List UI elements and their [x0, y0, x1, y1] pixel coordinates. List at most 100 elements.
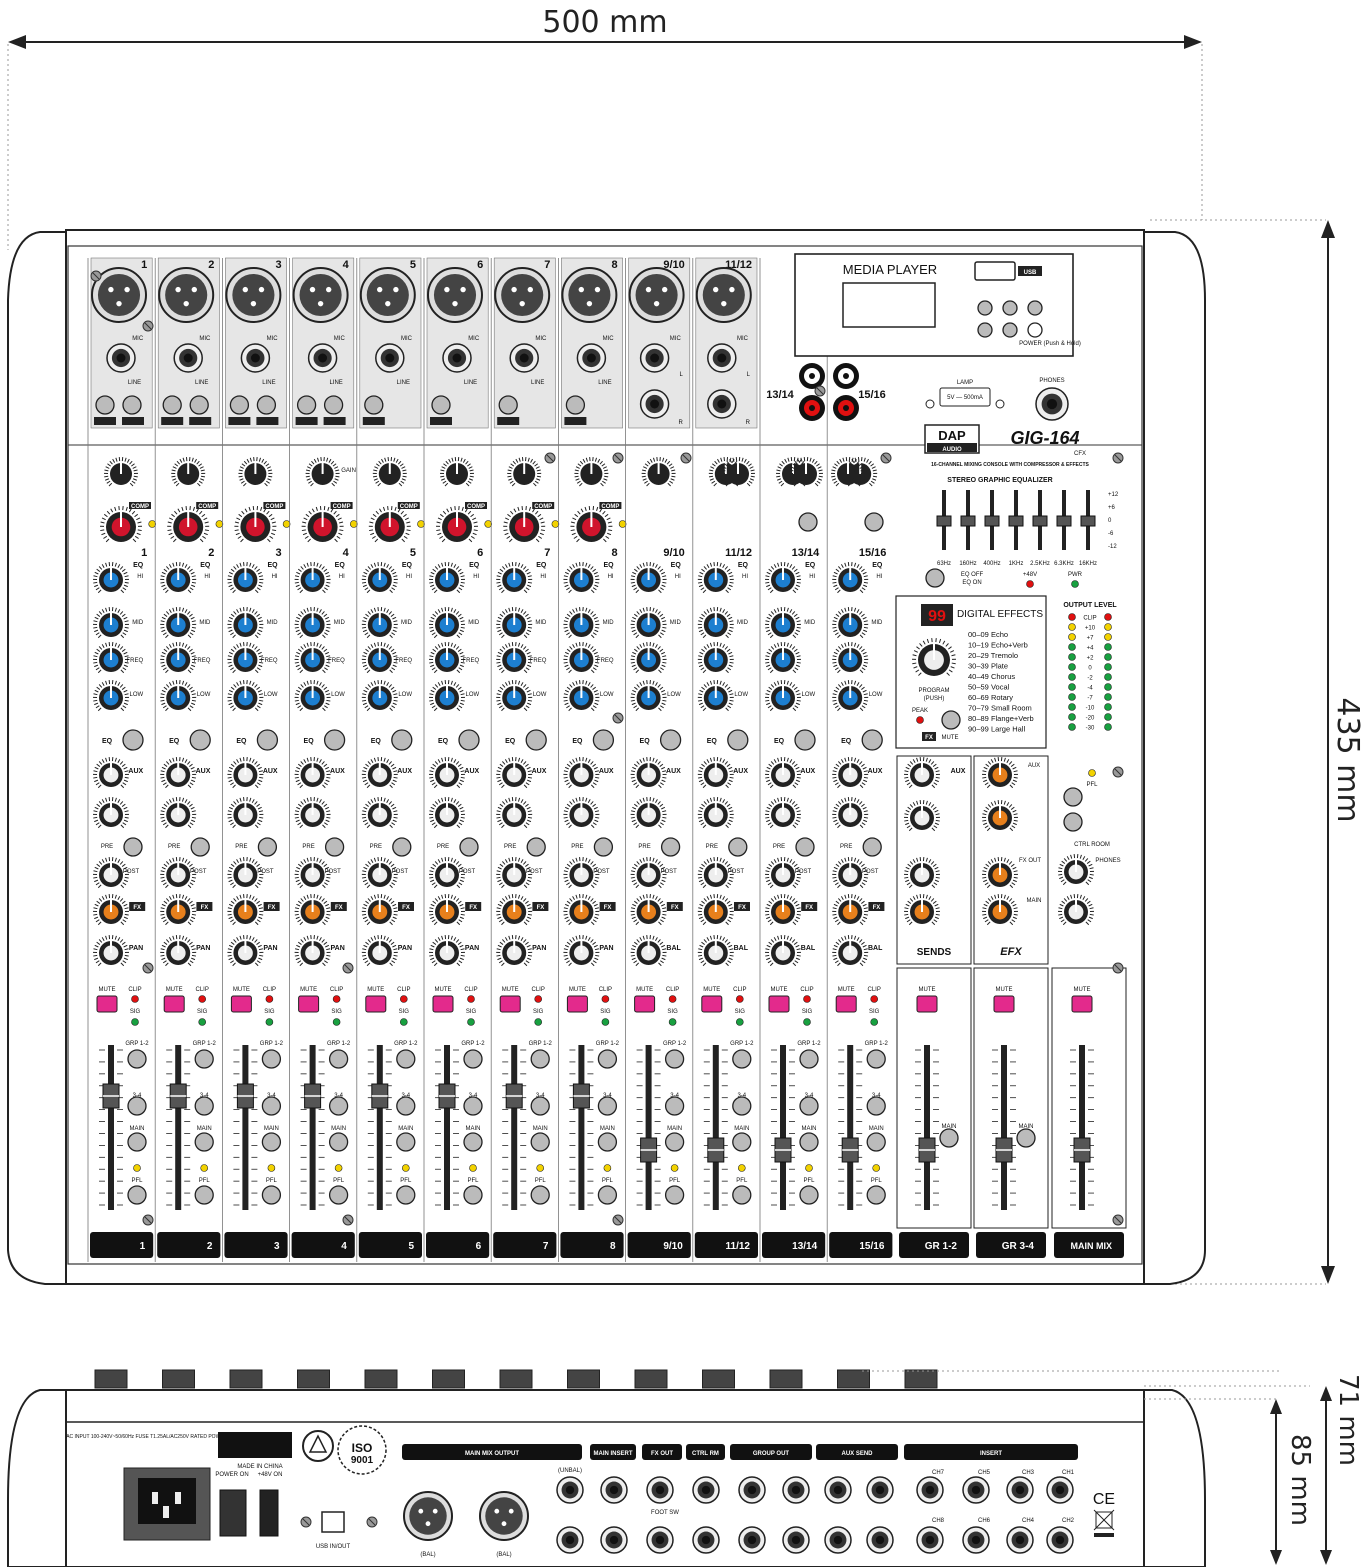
media-button-4[interactable]	[1002, 322, 1018, 338]
channel-fader[interactable]	[300, 1045, 325, 1210]
pre-post-button[interactable]	[660, 837, 681, 857]
efx-knob-1[interactable]	[981, 800, 1019, 832]
aux3-knob[interactable]	[697, 857, 734, 889]
lamp-socket[interactable]	[939, 387, 991, 407]
aux1-knob[interactable]	[832, 757, 869, 789]
eq-bypass-button[interactable]	[189, 729, 211, 751]
eq-mid-knob[interactable]	[227, 607, 264, 639]
eq-mid-knob[interactable]	[294, 607, 331, 639]
mic-xlr-input[interactable]	[561, 267, 618, 323]
eq-low-knob[interactable]	[764, 680, 802, 712]
grp12-button[interactable]	[261, 1049, 282, 1069]
eq-low-knob[interactable]	[563, 680, 600, 712]
grp34-button[interactable]	[463, 1096, 483, 1116]
fx-send-knob[interactable]	[563, 894, 600, 926]
aux-master-knob-3[interactable]	[903, 894, 941, 926]
pfl-button[interactable]	[194, 1185, 214, 1205]
main-button[interactable]	[328, 1132, 349, 1152]
geq-slider-2[interactable]	[984, 515, 1000, 527]
eq-low-mid-knob[interactable]	[764, 642, 802, 674]
line-jack-input[interactable]	[173, 343, 203, 373]
pre-post-button[interactable]	[324, 837, 345, 857]
eq-mid-knob[interactable]	[764, 607, 802, 639]
compressor-knob[interactable]	[368, 506, 411, 543]
line-jack-input[interactable]	[576, 343, 607, 373]
eq-bypass-button[interactable]	[323, 729, 346, 751]
power-button[interactable]	[1027, 322, 1043, 338]
mic-xlr-input[interactable]	[91, 267, 147, 323]
eq-low-mid-knob[interactable]	[630, 642, 667, 674]
fx-send-knob[interactable]	[697, 894, 734, 926]
pad-button[interactable]	[565, 395, 586, 415]
aux2-knob[interactable]	[92, 797, 130, 829]
aux2-knob[interactable]	[563, 797, 600, 829]
eq-low-knob[interactable]	[361, 680, 398, 712]
grp12-button[interactable]	[463, 1049, 483, 1069]
pfl-button[interactable]	[530, 1185, 550, 1205]
fx-send-knob[interactable]	[630, 894, 667, 926]
eq-low-mid-knob[interactable]	[832, 642, 869, 674]
line-jack-input[interactable]	[240, 343, 271, 373]
aux1-knob[interactable]	[160, 757, 197, 789]
media-button-3[interactable]	[977, 322, 993, 338]
eq-freq-knob[interactable]	[361, 642, 398, 674]
gain-knob[interactable]	[574, 457, 609, 487]
hpf-button[interactable]	[189, 395, 209, 415]
eq-hi-knob[interactable]	[563, 562, 600, 594]
eq-mid-knob[interactable]	[361, 607, 398, 639]
fx-send-knob[interactable]	[361, 894, 398, 926]
aux2-knob[interactable]	[630, 797, 667, 829]
balance-knob[interactable]	[697, 935, 734, 967]
aux2-knob[interactable]	[361, 797, 398, 829]
eq-low-knob[interactable]	[428, 680, 466, 712]
media-button-1[interactable]	[1002, 300, 1018, 316]
aux1-knob[interactable]	[361, 757, 398, 789]
mic-xlr-input[interactable]	[225, 267, 282, 323]
main-button[interactable]	[732, 1132, 752, 1152]
eq-freq-knob[interactable]	[294, 642, 331, 674]
pfl-button[interactable]	[597, 1185, 618, 1205]
eq-freq-knob[interactable]	[428, 642, 466, 674]
compressor-knob[interactable]	[503, 506, 546, 543]
fx-send-knob[interactable]	[227, 894, 264, 926]
fx-send-knob[interactable]	[496, 894, 533, 926]
efx-knob-0[interactable]	[981, 757, 1019, 789]
aux3-knob[interactable]	[294, 857, 331, 889]
eq-low-knob[interactable]	[697, 680, 734, 712]
mute-button[interactable]	[163, 995, 185, 1013]
pad-button[interactable]	[431, 395, 451, 415]
pfl-button[interactable]	[396, 1185, 416, 1205]
mute-button[interactable]	[701, 995, 723, 1013]
program-knob[interactable]	[911, 638, 957, 676]
pre-post-button[interactable]	[190, 837, 210, 857]
aux-master-knob-0[interactable]	[903, 757, 941, 789]
pad-button[interactable]	[162, 395, 182, 415]
fx-send-knob[interactable]	[428, 894, 466, 926]
eq-low-knob[interactable]	[160, 680, 197, 712]
eq-bypass-button[interactable]	[861, 729, 883, 751]
gain-knob[interactable]	[439, 457, 475, 487]
eq-hi-knob[interactable]	[832, 562, 869, 594]
aux1-knob[interactable]	[496, 757, 533, 789]
pfl-button[interactable]	[732, 1185, 752, 1205]
eq-hi-knob[interactable]	[92, 562, 130, 594]
grp34-button[interactable]	[799, 1096, 819, 1116]
eq-bypass-button[interactable]	[592, 729, 615, 751]
stereo-gain-knob-1[interactable]	[788, 457, 824, 487]
eq-bypass-button[interactable]	[727, 729, 749, 751]
main-button[interactable]	[463, 1132, 483, 1152]
pfl-button[interactable]	[799, 1185, 819, 1205]
compressor-knob[interactable]	[99, 506, 143, 543]
main-button[interactable]	[597, 1132, 618, 1152]
geq-slider-0[interactable]	[936, 515, 952, 527]
pre-post-button[interactable]	[728, 837, 748, 857]
channel-fader[interactable]	[166, 1045, 191, 1210]
gain-knob[interactable]	[507, 457, 542, 487]
line-usb-select[interactable]	[798, 512, 818, 532]
pan-knob[interactable]	[428, 935, 466, 967]
line-r-jack[interactable]	[639, 389, 670, 419]
mute-button[interactable]	[96, 995, 118, 1013]
pad-button[interactable]	[364, 395, 384, 415]
grp12-button[interactable]	[396, 1049, 416, 1069]
eq-hi-knob[interactable]	[361, 562, 398, 594]
